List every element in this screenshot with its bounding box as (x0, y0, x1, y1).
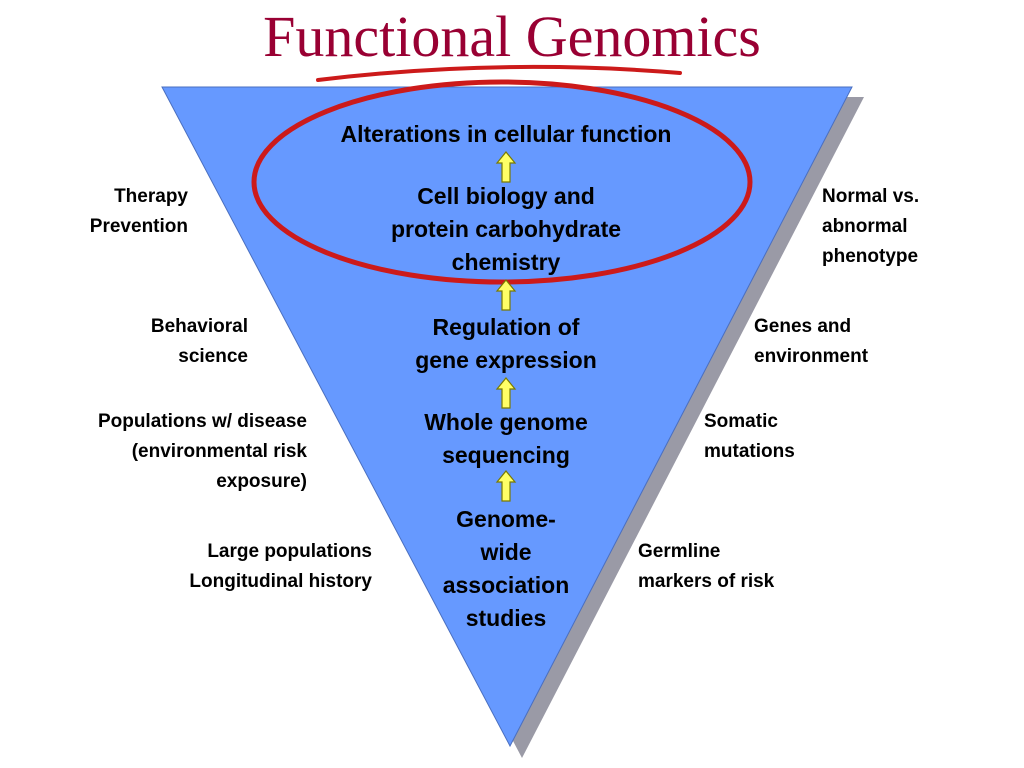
left-label-line: Large populations (207, 541, 372, 562)
right-label-line: Germline (638, 541, 721, 562)
title-underline-swoosh (316, 64, 682, 82)
stage-line: Alterations in cellular function (340, 121, 672, 147)
right-label-line: markers of risk (638, 571, 775, 592)
stage-line: wide (480, 539, 532, 565)
right-label-line: Genes and (754, 316, 852, 337)
stage-cell-biology: Cell biology and protein carbohydrate ch… (330, 180, 682, 279)
left-label-line: Therapy (114, 186, 188, 207)
up-arrow-icon (495, 470, 517, 502)
right-label-line: Somatic (704, 411, 778, 432)
stage-line: sequencing (442, 442, 570, 468)
stage-line: Cell biology and (417, 183, 595, 209)
left-label-populations: Populations w/ disease (environmental ri… (10, 407, 307, 497)
up-arrow-icon (495, 377, 517, 409)
stage-line: protein carbohydrate (390, 216, 622, 242)
stage-line: chemistry (451, 249, 561, 275)
left-label-line: Prevention (89, 216, 188, 237)
stage-line: Regulation of (432, 314, 580, 340)
stage-gene-expression: Regulation of gene expression (355, 311, 657, 377)
left-label-behavioral: Behavioral science (40, 312, 248, 372)
right-label-somatic: Somatic mutations (704, 407, 1004, 467)
page-title: Functional Genomics (263, 4, 761, 69)
stage-line: studies (465, 605, 547, 631)
left-label-line: exposure) (216, 471, 307, 492)
right-label-phenotype: Normal vs. abnormal phenotype (822, 182, 1017, 272)
stage-line: Whole genome (424, 409, 588, 435)
left-label-large-populations: Large populations Longitudinal history (60, 537, 372, 597)
up-arrow-icon (495, 279, 517, 311)
right-label-line: abnormal (822, 216, 908, 237)
right-label-germline: Germline markers of risk (638, 537, 978, 597)
left-label-line: Longitudinal history (189, 571, 372, 592)
right-label-genes-environment: Genes and environment (754, 312, 1014, 372)
stage-gwas: Genome- wide association studies (395, 503, 617, 635)
stage-alterations-cellular-function: Alterations in cellular function (280, 118, 732, 151)
right-label-line: environment (754, 346, 869, 367)
highlight-ellipse (251, 79, 753, 285)
stage-whole-genome-sequencing: Whole genome sequencing (365, 406, 647, 472)
up-arrow-icon (495, 151, 517, 183)
left-label-line: (environmental risk (131, 441, 307, 462)
left-label-line: Behavioral (150, 316, 248, 337)
stage-line: Genome- (456, 506, 556, 532)
right-label-line: Normal vs. (822, 186, 920, 207)
right-label-line: mutations (704, 441, 795, 462)
left-label-therapy: Therapy Prevention (20, 182, 188, 242)
right-label-line: phenotype (822, 246, 919, 267)
stage-line: gene expression (415, 347, 597, 373)
stage-line: association (442, 572, 570, 598)
left-label-line: science (178, 346, 248, 367)
left-label-line: Populations w/ disease (97, 411, 307, 432)
